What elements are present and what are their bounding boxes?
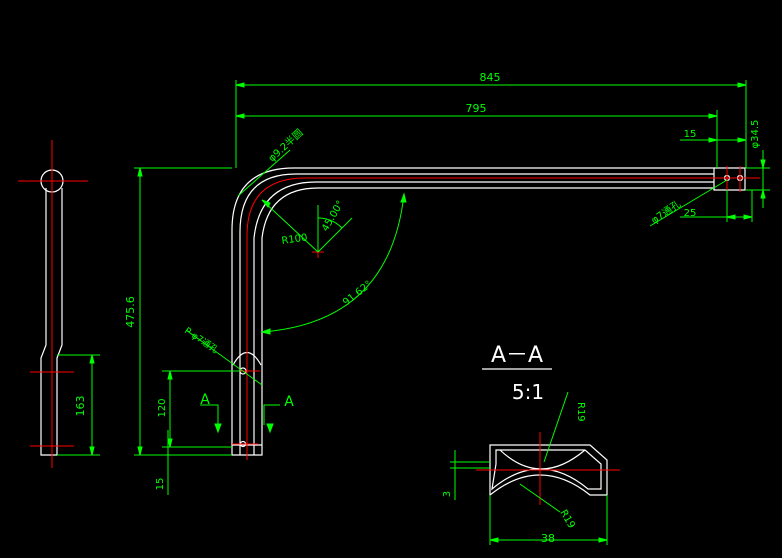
section-marker-right-arrow xyxy=(266,423,274,434)
dim-475-text: 475.6 xyxy=(124,296,137,328)
main-view-tube-inner-top xyxy=(239,173,714,455)
dim-845-arrow-left xyxy=(235,82,245,88)
bend-radius-text: R100 xyxy=(281,232,308,247)
side-view-outline xyxy=(40,188,63,456)
main-view-tube-inner-bottom xyxy=(253,181,714,455)
section-width-text: 38 xyxy=(541,532,555,545)
dim-120-arrow-bottom xyxy=(167,438,173,448)
section-profile-top-arc xyxy=(499,449,586,470)
section-centerlines xyxy=(476,432,620,505)
dim-795-text: 795 xyxy=(466,102,487,115)
section-marker-left-text: A xyxy=(200,392,210,408)
dim-475-arrow-top xyxy=(137,167,143,177)
bend-radius-leader xyxy=(261,199,319,253)
section-radius-top-leader xyxy=(543,391,569,463)
lower-hole-leader xyxy=(185,329,263,386)
section-scale: 5:1 xyxy=(512,380,544,404)
dim-120-arrow-top xyxy=(167,370,173,380)
side-view-centerlines xyxy=(18,140,88,468)
bend-tube-leader xyxy=(237,149,291,197)
section-dimensions xyxy=(450,391,608,545)
angle-45-arc xyxy=(317,217,343,229)
section-width-arrow-left xyxy=(489,537,499,543)
dim-163-arrow-bottom xyxy=(89,446,95,456)
side-view-dimension xyxy=(57,354,100,456)
dim-845-text: 845 xyxy=(480,71,501,84)
section-thickness-text: 3 xyxy=(442,491,453,497)
dim-163-text: 163 xyxy=(74,396,87,417)
dim-dia-arrow-top xyxy=(760,159,766,169)
dim-dia-arrow-bottom xyxy=(760,189,766,199)
dim-15-top-arrow-2 xyxy=(737,137,747,143)
section-title: A－A xyxy=(491,343,543,368)
end-hole-leader xyxy=(649,179,728,227)
dim-795-arrow-left xyxy=(235,113,245,119)
dim-845-arrow-right xyxy=(737,82,747,88)
main-view-dimensions xyxy=(134,80,770,495)
dim-25-arrow-2 xyxy=(743,214,753,220)
dim-dia-text: φ34.5 xyxy=(750,120,761,149)
section-marker-right-text: A xyxy=(284,394,294,410)
bend-radius-arrow xyxy=(261,199,271,208)
dim-15-bottom-text: 15 xyxy=(155,478,166,491)
dim-25-text: 25 xyxy=(684,208,697,219)
dim-475-arrow-bottom xyxy=(137,446,143,456)
section-profile-outer xyxy=(489,444,608,497)
section-radius-top-text: R19 xyxy=(575,402,586,422)
section-marker-left-line xyxy=(200,404,219,425)
angle-91-arrow-top xyxy=(400,192,407,203)
dim-163-arrow-top xyxy=(89,354,95,364)
dim-15-top-text: 15 xyxy=(684,129,697,140)
dim-795-arrow-right xyxy=(708,113,718,119)
section-marker-left-arrow xyxy=(214,423,222,434)
angle-91-arrow-left xyxy=(260,328,271,335)
dim-25-arrow-1 xyxy=(726,214,736,220)
section-marker-right-line xyxy=(263,404,280,425)
dim-120-text: 120 xyxy=(157,398,168,417)
main-view-tube-centerline xyxy=(246,177,760,460)
angle-45-ray-2 xyxy=(317,217,353,253)
angle-91-arc xyxy=(261,193,405,333)
section-radius-bottom-leader xyxy=(519,483,561,513)
dim-15-top-arrow-1 xyxy=(708,137,718,143)
section-width-arrow-right xyxy=(598,537,608,543)
main-view-tube-outer xyxy=(231,167,746,456)
